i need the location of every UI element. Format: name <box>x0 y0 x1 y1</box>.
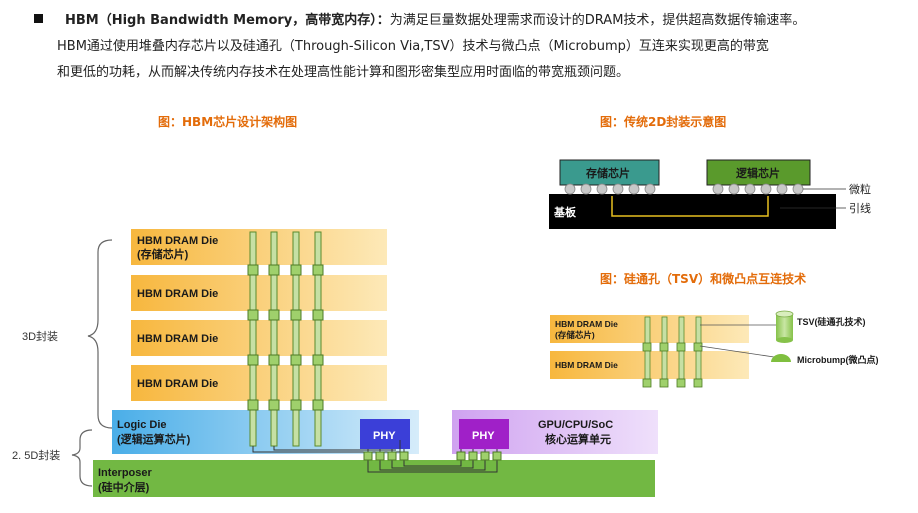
hbm-dram-die-3 <box>131 320 387 356</box>
intro-line-2: HBM通过使用堆叠内存芯片以及硅通孔（Through-Silicon Via,T… <box>57 39 769 54</box>
logic-chip-label: 逻辑芯片 <box>736 166 780 180</box>
dram-die-3-label: HBM DRAM Die <box>137 333 218 345</box>
tsv-label: TSV(硅通孔技术) <box>797 316 866 327</box>
brace-3d <box>87 239 113 429</box>
dram-die-2-label: HBM DRAM Die <box>137 288 218 300</box>
storage-chip-label: 存储芯片 <box>586 166 630 180</box>
dram-die-4-label: HBM DRAM Die <box>137 378 218 390</box>
square-bullet-icon <box>34 14 43 23</box>
caption-traditional-2d: 图：传统2D封装示意图 <box>600 115 727 129</box>
caption-hbm-arch: 图：HBM芯片设计架构图 <box>158 115 298 129</box>
microbumps-2d <box>564 183 804 195</box>
substrate-label: 基板 <box>553 205 577 219</box>
logic-die-label: Logic Die <box>117 419 167 431</box>
phy-label-logic: PHY <box>373 430 396 442</box>
label-3d-packaging: 3D封装 <box>22 329 58 343</box>
tsv-die-top-label: HBM DRAM Die <box>555 319 618 329</box>
tsv-microbump-diagram: HBM DRAM Die (存储芯片) HBM DRAM Die TSV(硅通孔… <box>550 310 879 388</box>
microbump-pointer-label: 微粒 <box>849 182 871 196</box>
caption-tsv-microbump: 图：硅通孔（TSV）和微凸点互连技术 <box>600 272 807 286</box>
microbumps-stack <box>247 264 324 411</box>
intro-bold-lead: HBM（High Bandwidth Memory，高带宽内存）： <box>65 13 390 28</box>
label-25d-packaging: 2. 5D封装 <box>12 448 60 462</box>
tsv-die-bottom-label: HBM DRAM Die <box>555 360 618 370</box>
hbm-dram-die-1 <box>131 229 387 265</box>
hbm-dram-die-4 <box>131 365 387 401</box>
hbm-architecture-diagram: Interposer (硅中介层) Logic Die (逻辑运算芯片) HBM… <box>12 229 658 497</box>
microbump-pointer-tsv <box>699 345 775 358</box>
phy-label-gpu: PHY <box>472 430 495 442</box>
logic-chip <box>706 159 811 186</box>
intro-line-1: HBM（High Bandwidth Memory，高带宽内存）：为满足巨量数据… <box>34 8 914 34</box>
logic-die-sublabel: (逻辑运算芯片) <box>117 432 191 446</box>
gpu-label: GPU/CPU/SoC <box>538 419 613 431</box>
dram-die-1-label: HBM DRAM Die <box>137 235 218 247</box>
traditional-2d-diagram: 基板 存储芯片 逻辑芯片 微粒 引线 <box>549 159 871 229</box>
microbump-dome-icon <box>771 354 791 362</box>
hbm-dram-die-2 <box>131 275 387 311</box>
interposer-sublabel: (硅中介层) <box>98 480 150 494</box>
tsv-die-top-sublabel: (存储芯片) <box>555 330 595 340</box>
dram-die-1-sublabel: (存储芯片) <box>137 247 189 261</box>
brace-25d <box>71 429 93 487</box>
wire-trace <box>611 196 769 217</box>
wire-pointer-label: 引线 <box>849 201 871 215</box>
intro-line-3: 和更低的功耗，从而解决传统内存技术在处理高性能计算和图形密集型应用时面临的带宽瓶… <box>57 65 630 80</box>
storage-chip <box>559 159 660 186</box>
tsv-microbumps <box>642 342 703 388</box>
intro-line1-rest: 为满足巨量数据处理需求而设计的DRAM技术，提供超高数据传输速率。 <box>389 13 806 28</box>
substrate <box>549 194 836 229</box>
phy-block-gpu <box>459 419 509 449</box>
interposer-label: Interposer <box>98 467 153 479</box>
microbump-label: Microbump(微凸点) <box>797 354 879 365</box>
tsv-cylinder-icon <box>776 314 793 340</box>
intro-paragraph: HBM（High Bandwidth Memory，高带宽内存）：为满足巨量数据… <box>34 8 914 86</box>
interposer-layer <box>93 460 655 497</box>
microbumps-interposer <box>363 451 502 461</box>
gpu-sublabel: 核心运算单元 <box>545 432 611 446</box>
phy-block-logic <box>360 419 410 449</box>
